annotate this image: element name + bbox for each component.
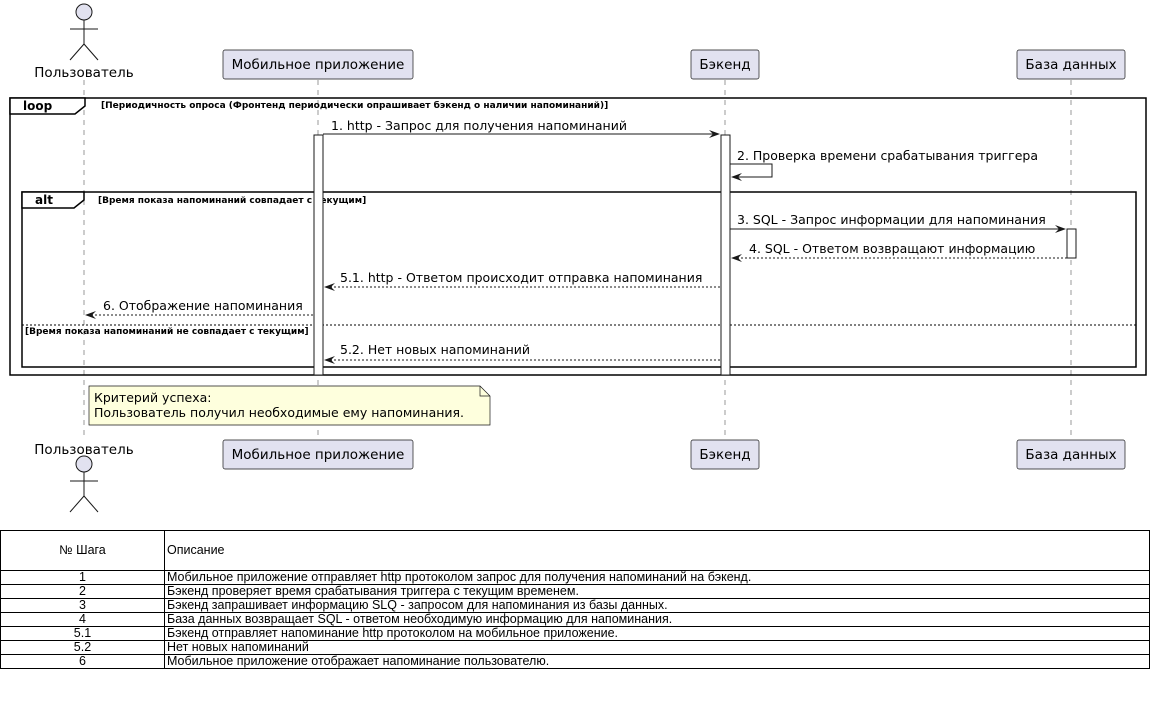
participant-box-backend-top	[690, 49, 760, 80]
loop-condition: [Периодичность опроса (Фронтенд периодич…	[101, 100, 608, 111]
loop-tab	[9, 97, 86, 115]
arrowhead-m52	[324, 356, 335, 364]
message-3: 3. SQL - Запрос информации для напоминан…	[737, 212, 1046, 227]
loop-frame	[9, 97, 1147, 376]
success-note	[88, 385, 491, 426]
actor-head-icon	[75, 455, 93, 473]
loop-keyword: loop	[23, 99, 53, 113]
actor-user-bottom	[69, 455, 99, 513]
actor-user-top	[69, 3, 99, 61]
step-description: Бэкенд запрашивает информацию SLQ - запр…	[164, 598, 1150, 613]
step-number: 5.2	[0, 640, 165, 655]
step-description: Нет новых напоминаний	[164, 640, 1150, 655]
activation-backend	[720, 134, 731, 376]
message-1: 1. http - Запрос для получения напоминан…	[331, 118, 627, 133]
participant-mobile-bottom: Мобильное приложение	[232, 447, 405, 463]
participant-box-mobile-top	[222, 49, 414, 80]
step-number: 5.1	[0, 626, 165, 641]
message-4: 4. SQL - Ответом возвращают информацию	[749, 241, 1035, 256]
step-number: 1	[0, 570, 165, 585]
participant-mobile-top: Мобильное приложение	[232, 57, 405, 73]
participant-user-top: Пользователь	[34, 65, 133, 81]
participant-box-db-top	[1016, 49, 1126, 80]
participant-db-bottom: База данных	[1025, 447, 1116, 463]
participant-backend-bottom: Бэкенд	[699, 447, 750, 463]
activation-db	[1066, 228, 1077, 259]
note-line-1: Критерий успеха:	[94, 390, 211, 405]
note-line-2: Пользователь получил необходимые ему нап…	[94, 405, 464, 420]
step-description: База данных возвращает SQL - ответом нео…	[164, 612, 1150, 627]
alt-keyword: alt	[35, 193, 53, 207]
participant-box-backend-bottom	[690, 439, 760, 470]
participant-box-db-bottom	[1016, 439, 1126, 470]
message-6: 6. Отображение напоминания	[103, 298, 303, 313]
arrowhead-m2	[731, 173, 742, 181]
activation-mobile	[313, 134, 324, 376]
arrowhead-m3	[1055, 225, 1066, 233]
arrowhead-m4	[731, 254, 742, 262]
step-number: 3	[0, 598, 165, 613]
arrowhead-m51	[324, 283, 335, 291]
sequence-diagram: Пользователь Мобильное приложение Бэкенд…	[9, 3, 1147, 513]
message-2: 2. Проверка времени срабатывания триггер…	[737, 148, 1038, 163]
step-description: Мобильное приложение отправляет http про…	[164, 570, 1150, 585]
header-step: № Шага	[0, 530, 165, 571]
message-52: 5.2. Нет новых напоминаний	[340, 342, 530, 357]
note-fold	[479, 386, 490, 397]
participant-db-top: База данных	[1025, 57, 1116, 73]
step-number: 6	[0, 654, 165, 669]
participant-backend-top: Бэкенд	[699, 57, 750, 73]
arrowhead-m6	[85, 311, 96, 319]
step-description: Бэкенд проверяет время срабатывания триг…	[164, 584, 1150, 599]
arrow-m2	[730, 163, 773, 178]
participant-user-bottom: Пользователь	[34, 442, 133, 458]
alt-tab	[21, 191, 85, 209]
participant-box-mobile-bottom	[222, 439, 414, 470]
step-description: Бэкенд отправляет напоминание http прото…	[164, 626, 1150, 641]
alt-else-condition: [Время показа напоминаний не совпадает с…	[25, 327, 309, 337]
arrowhead-m1	[709, 130, 720, 138]
step-number: 2	[0, 584, 165, 599]
alt-condition: [Время показа напоминаний совпадает с те…	[98, 196, 366, 206]
table-header-row: № Шага Описание	[0, 530, 1150, 571]
header-description: Описание	[164, 530, 1150, 571]
message-51: 5.1. http - Ответом происходит отправка …	[340, 270, 702, 285]
alt-frame	[21, 191, 1137, 368]
step-description: Мобильное приложение отображает напомина…	[164, 654, 1150, 669]
actor-head-icon	[75, 3, 93, 21]
step-number: 4	[0, 612, 165, 627]
